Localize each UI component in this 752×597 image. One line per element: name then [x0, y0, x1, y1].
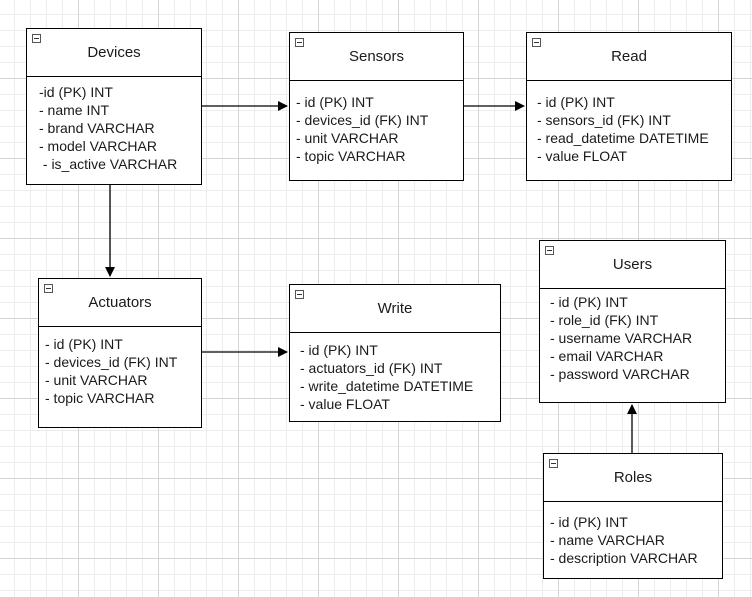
attribute-list: - id (PK) INT - role_id (FK) INT - usern… — [540, 289, 725, 383]
collapse-icon[interactable] — [532, 38, 541, 47]
entity-sensors[interactable]: Sensors - id (PK) INT - devices_id (FK) … — [289, 32, 464, 181]
entity-title: Read — [611, 48, 647, 65]
entity-title: Write — [377, 300, 413, 317]
entity-actuators[interactable]: Actuators - id (PK) INT - devices_id (FK… — [38, 278, 202, 428]
attribute: - is_active VARCHAR — [39, 156, 178, 172]
attribute: - name INT — [39, 102, 110, 118]
attribute: - read_datetime DATETIME — [537, 130, 709, 146]
attribute-list: - id (PK) INT - devices_id (FK) INT - un… — [290, 81, 463, 165]
attribute-list: - id (PK) INT - name VARCHAR - descripti… — [544, 502, 722, 567]
attribute: - value FLOAT — [537, 148, 627, 164]
attribute: - unit VARCHAR — [296, 130, 399, 146]
attribute: - brand VARCHAR — [39, 120, 155, 136]
collapse-icon[interactable] — [44, 284, 53, 293]
attribute: - username VARCHAR — [550, 330, 693, 346]
attribute: - id (PK) INT — [45, 336, 123, 352]
attribute: - email VARCHAR — [550, 348, 664, 364]
attribute: - write_datetime DATETIME — [300, 378, 474, 394]
entity-title: Devices — [87, 44, 141, 61]
entity-title: Roles — [613, 469, 653, 486]
attribute: - actuators_id (FK) INT — [300, 360, 443, 376]
entity-title: Users — [612, 256, 653, 273]
attribute-list: -id (PK) INT - name INT - brand VARCHAR … — [27, 77, 201, 173]
attribute: - topic VARCHAR — [45, 390, 155, 406]
collapse-icon[interactable] — [295, 290, 304, 299]
entity-title: Actuators — [88, 294, 152, 311]
attribute-list: - id (PK) INT - actuators_id (FK) INT - … — [290, 333, 500, 413]
entity-write[interactable]: Write - id (PK) INT - actuators_id (FK) … — [289, 284, 501, 422]
attribute: - id (PK) INT — [296, 94, 374, 110]
attribute: - id (PK) INT — [550, 514, 628, 530]
attribute: - id (PK) INT — [550, 294, 628, 310]
attribute: - role_id (FK) INT — [550, 312, 659, 328]
attribute: - id (PK) INT — [300, 342, 378, 358]
attribute-list: - id (PK) INT - devices_id (FK) INT - un… — [39, 327, 201, 407]
attribute: - description VARCHAR — [550, 550, 698, 566]
attribute-list: - id (PK) INT - sensors_id (FK) INT - re… — [527, 81, 731, 165]
attribute: - value FLOAT — [300, 396, 390, 412]
attribute: - devices_id (FK) INT — [296, 112, 429, 128]
attribute: - devices_id (FK) INT — [45, 354, 178, 370]
entity-roles[interactable]: Roles - id (PK) INT - name VARCHAR - des… — [543, 453, 723, 579]
attribute: -id (PK) INT — [39, 84, 113, 100]
attribute: - id (PK) INT — [537, 94, 615, 110]
collapse-icon[interactable] — [545, 246, 554, 255]
attribute: - model VARCHAR — [39, 138, 157, 154]
entity-title: Sensors — [348, 48, 405, 65]
collapse-icon[interactable] — [295, 38, 304, 47]
collapse-icon[interactable] — [32, 34, 41, 43]
attribute: - name VARCHAR — [550, 532, 665, 548]
entity-users[interactable]: Users - id (PK) INT - role_id (FK) INT -… — [539, 240, 726, 403]
entity-read[interactable]: Read - id (PK) INT - sensors_id (FK) INT… — [526, 32, 732, 181]
attribute: - topic VARCHAR — [296, 148, 406, 164]
entity-devices[interactable]: Devices -id (PK) INT - name INT - brand … — [26, 28, 202, 185]
collapse-icon[interactable] — [549, 459, 558, 468]
attribute: - password VARCHAR — [550, 366, 690, 382]
attribute: - sensors_id (FK) INT — [537, 112, 671, 128]
attribute: - unit VARCHAR — [45, 372, 148, 388]
